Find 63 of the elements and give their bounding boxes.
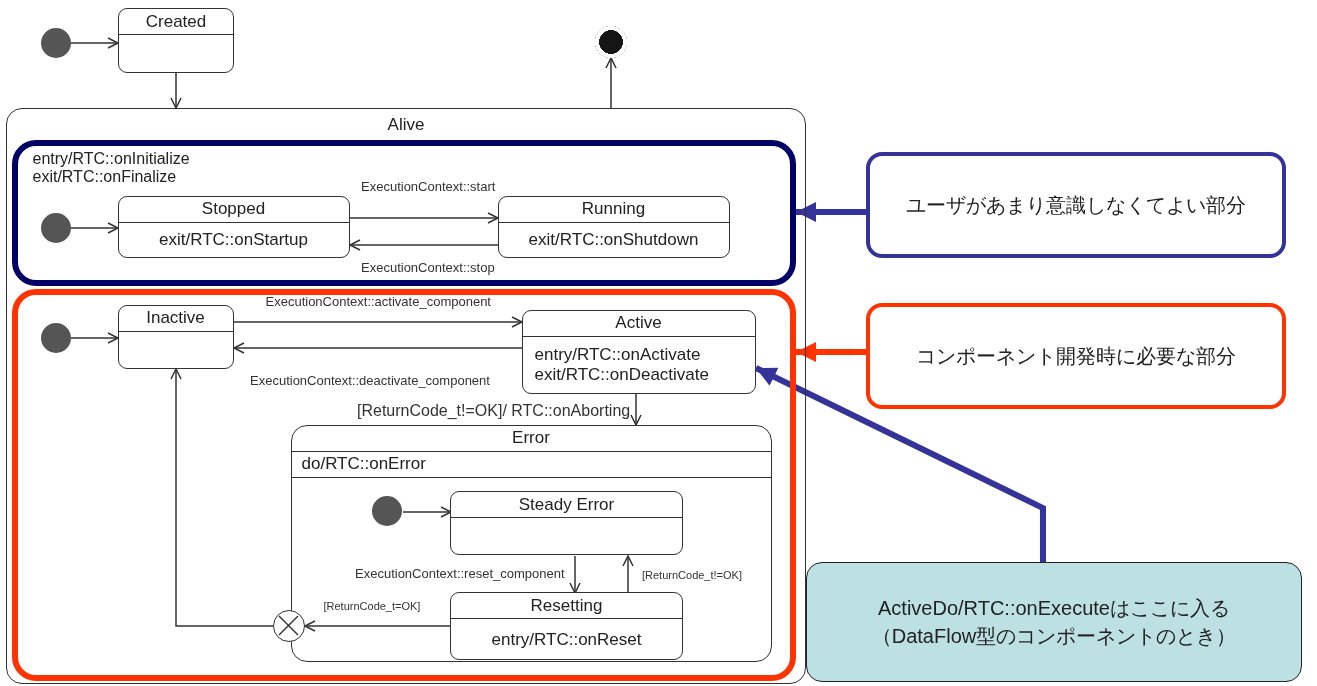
- state-action: exit/RTC::onDeactivate: [534, 365, 709, 385]
- state-name: Inactive: [146, 308, 205, 328]
- highlight-frame: [11, 139, 796, 286]
- initial-state: [40, 322, 71, 353]
- state-box: [450, 491, 683, 555]
- edge-label: [ReturnCode_t!=OK]: [642, 569, 742, 582]
- transition-arrow: [349, 212, 499, 224]
- edge-label: ExecutionContext::activate_component: [265, 295, 491, 310]
- edge-label: ExecutionContext::reset_component: [355, 567, 565, 582]
- callout-box: [866, 152, 1286, 258]
- state-name: Stopped: [201, 199, 266, 219]
- callout-text: コンポーネント開発時に必要な部分: [916, 344, 1236, 369]
- pointer-arrow: [796, 202, 866, 222]
- final-state: [595, 26, 627, 58]
- state-box: [497, 195, 730, 258]
- state-box: [117, 195, 350, 258]
- state-action: exit/RTC::onShutdown: [528, 230, 699, 250]
- transition-arrow: [630, 393, 642, 426]
- callout-box: [806, 562, 1302, 682]
- state-name: Alive: [387, 115, 425, 135]
- initial-state: [372, 496, 402, 526]
- state-action: exit/RTC::onStartup: [159, 230, 308, 250]
- state-box: [118, 8, 234, 73]
- edge-label: [ReturnCode_t!=OK]/ RTC::onAborting: [357, 402, 631, 420]
- pointer-arrow: [796, 342, 866, 362]
- state-name: Running: [581, 199, 646, 219]
- initial-state: [41, 28, 71, 58]
- transition-arrow: [605, 57, 617, 109]
- state-action: do/RTC::onError: [301, 454, 426, 474]
- junction-symbol: [272, 609, 305, 642]
- transition-arrow: [304, 620, 452, 632]
- state-box: [117, 304, 234, 369]
- state-box: [450, 592, 683, 660]
- state-name: Error: [512, 428, 550, 448]
- transition-arrow: [170, 368, 274, 627]
- edge-label: ExecutionContext::stop: [361, 261, 495, 276]
- state-action: entry/RTC::onActivate: [534, 345, 701, 365]
- state-name: Created: [145, 11, 207, 32]
- callout-box: [866, 303, 1286, 409]
- state-name: Active: [615, 313, 662, 333]
- state-action: exit/RTC::onFinalize: [32, 167, 177, 186]
- pointer-arrow: [754, 365, 1046, 562]
- composite-state: [290, 424, 772, 662]
- state-name: Resetting: [530, 595, 603, 616]
- state-name: Steady Error: [518, 494, 615, 515]
- transition-arrow: [622, 555, 634, 594]
- state-action: entry/RTC::onInitialize: [32, 149, 190, 168]
- transition-arrow: [170, 72, 182, 109]
- state-action: entry/RTC::onReset: [491, 629, 642, 650]
- transition-arrow: [349, 239, 499, 251]
- transition-arrow: [70, 222, 119, 234]
- transition-arrow: [233, 316, 523, 328]
- state-box: [521, 309, 756, 394]
- transition-arrow: [70, 37, 119, 49]
- transition-arrow: [569, 555, 581, 594]
- edge-label: [ReturnCode_t=OK]: [323, 600, 421, 613]
- transition-arrow: [233, 342, 523, 354]
- edge-label: ExecutionContext::deactivate_component: [250, 374, 490, 389]
- initial-state: [40, 212, 71, 243]
- transition-arrow: [70, 332, 119, 344]
- transition-arrow: [402, 506, 452, 518]
- callout-text: ActiveDo/RTC::onExecuteはここに入る（DataFlow型のコンポーネントのとき）: [870, 596, 1238, 649]
- callout-text: ユーザがあまり意識しなくてよい部分: [906, 193, 1246, 218]
